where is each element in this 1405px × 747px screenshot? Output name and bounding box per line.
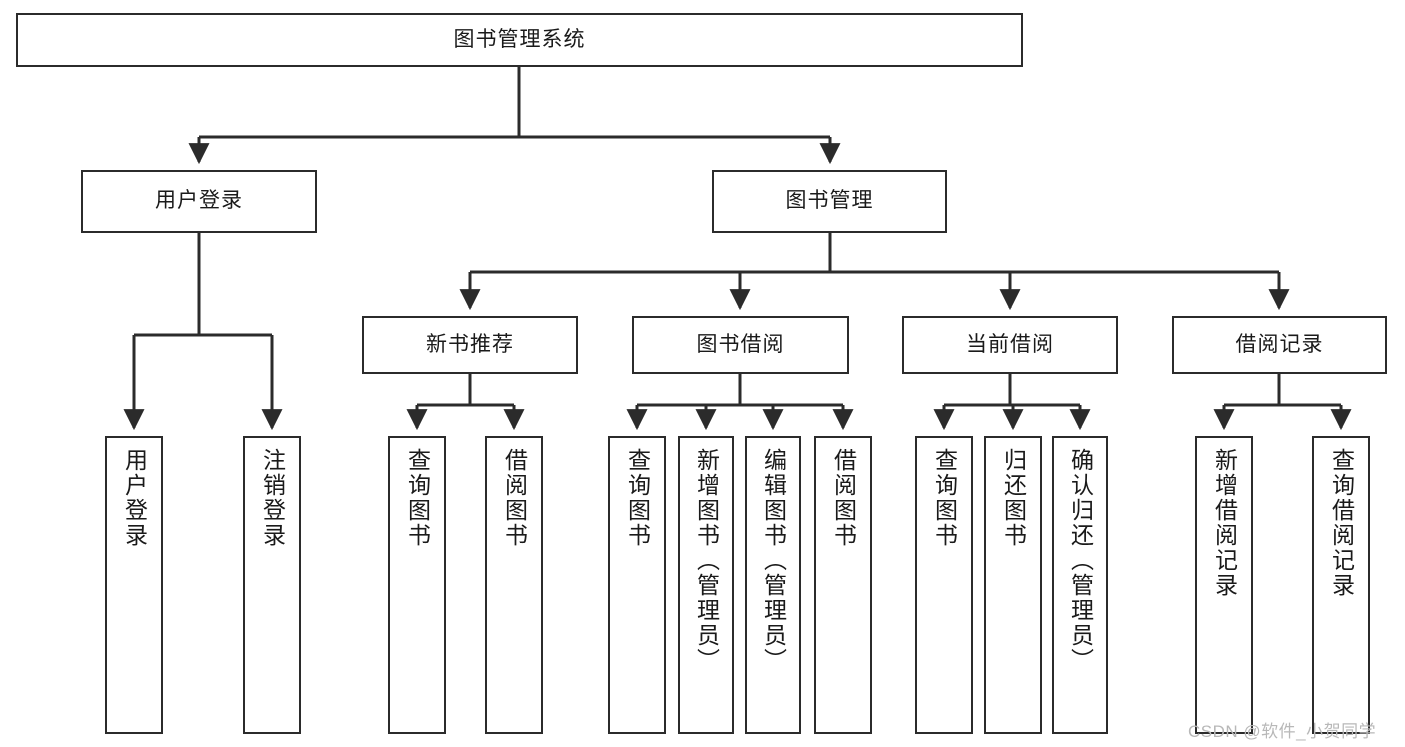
node-user-login[interactable]: 用户登录 [81, 170, 317, 233]
csdn-watermark: CSDN @软件_小贺同学 [1188, 722, 1377, 741]
node-leaf-confirm-return-label: 确认归还（管理员） [1067, 448, 1094, 673]
node-book-manage-label: 图书管理 [785, 189, 874, 213]
node-leaf-add-record[interactable]: 新增借阅记录 [1195, 436, 1253, 734]
node-leaf-borrow-book-2-label: 借阅图书 [830, 448, 857, 548]
node-leaf-query-book-2-label: 查询图书 [624, 448, 651, 548]
node-leaf-user-login[interactable]: 用户登录 [105, 436, 163, 734]
node-leaf-query-record-label: 查询借阅记录 [1328, 448, 1355, 598]
node-current-borrow[interactable]: 当前借阅 [902, 316, 1118, 374]
node-new-book-recommend-label: 新书推荐 [426, 332, 514, 356]
node-leaf-user-logout[interactable]: 注销登录 [243, 436, 301, 734]
node-new-book-recommend[interactable]: 新书推荐 [362, 316, 578, 374]
node-leaf-add-book-label: 新增图书（管理员） [693, 448, 720, 673]
node-root[interactable]: 图书管理系统 [16, 13, 1023, 67]
node-leaf-edit-book-label: 编辑图书（管理员） [760, 448, 787, 673]
node-leaf-borrow-book-1[interactable]: 借阅图书 [485, 436, 543, 734]
node-leaf-query-book-3-label: 查询图书 [931, 448, 958, 548]
node-leaf-edit-book[interactable]: 编辑图书（管理员） [745, 436, 801, 734]
node-leaf-confirm-return[interactable]: 确认归还（管理员） [1052, 436, 1108, 734]
node-leaf-add-book[interactable]: 新增图书（管理员） [678, 436, 734, 734]
node-leaf-add-record-label: 新增借阅记录 [1211, 448, 1238, 598]
node-leaf-query-record[interactable]: 查询借阅记录 [1312, 436, 1370, 734]
node-book-borrow-label: 图书借阅 [696, 332, 785, 356]
node-leaf-borrow-book-2[interactable]: 借阅图书 [814, 436, 872, 734]
node-borrow-record[interactable]: 借阅记录 [1172, 316, 1387, 374]
node-leaf-user-logout-label: 注销登录 [259, 448, 286, 548]
node-leaf-return-book[interactable]: 归还图书 [984, 436, 1042, 734]
node-leaf-return-book-label: 归还图书 [1000, 448, 1027, 548]
node-root-label: 图书管理系统 [453, 27, 586, 51]
node-leaf-user-login-label: 用户登录 [121, 448, 148, 548]
node-leaf-borrow-book-1-label: 借阅图书 [501, 448, 528, 548]
node-leaf-query-book-3[interactable]: 查询图书 [915, 436, 973, 734]
node-borrow-record-label: 借阅记录 [1235, 332, 1324, 356]
node-leaf-query-book-2[interactable]: 查询图书 [608, 436, 666, 734]
node-leaf-query-book-1-label: 查询图书 [404, 448, 431, 548]
node-user-login-label: 用户登录 [155, 189, 243, 213]
node-book-borrow[interactable]: 图书借阅 [632, 316, 849, 374]
node-book-manage[interactable]: 图书管理 [712, 170, 947, 233]
node-current-borrow-label: 当前借阅 [966, 332, 1054, 356]
node-leaf-query-book-1[interactable]: 查询图书 [388, 436, 446, 734]
